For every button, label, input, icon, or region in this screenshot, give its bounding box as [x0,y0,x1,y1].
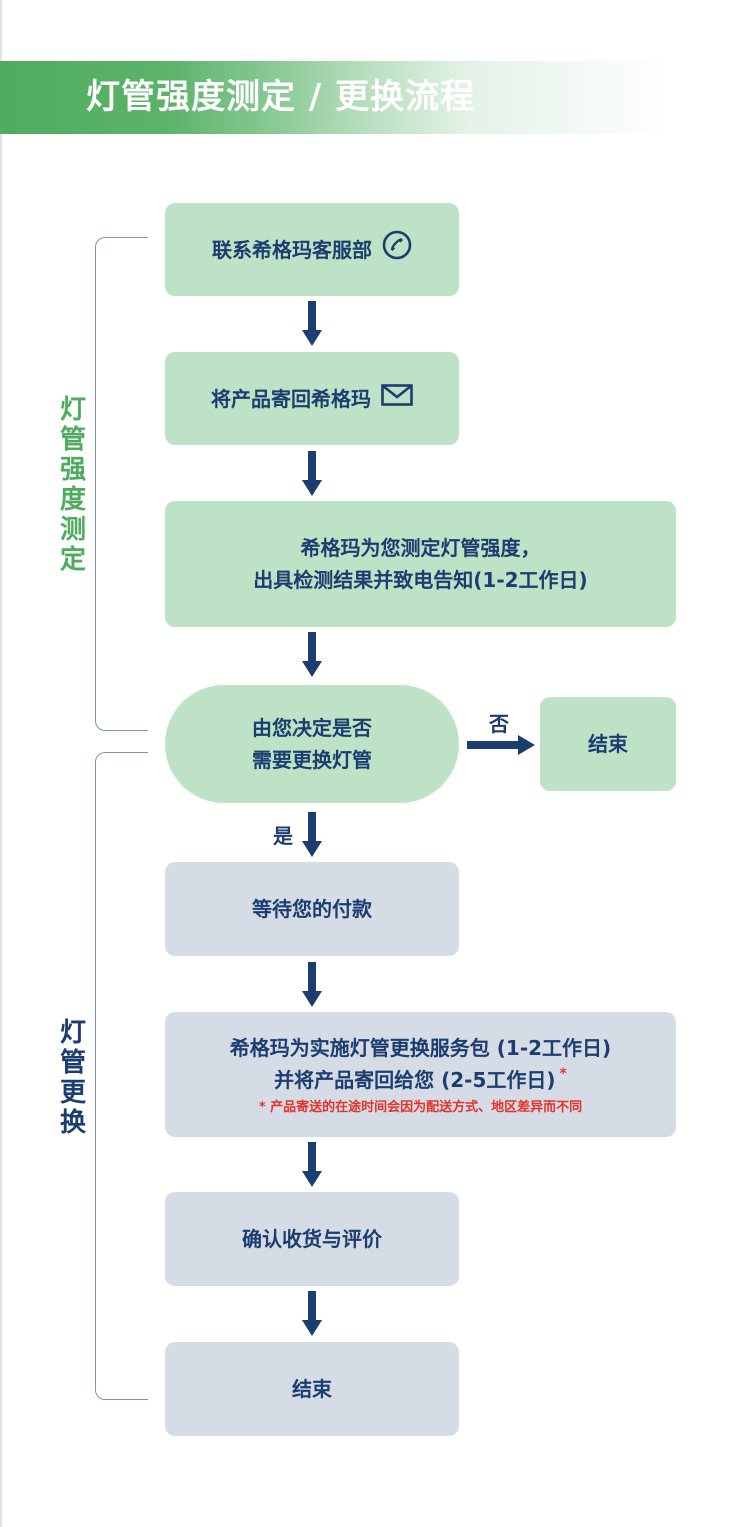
step-end-final: 结束 [165,1342,459,1436]
step-contact-customer-service: 联系希格玛客服部 [165,203,459,296]
arrow-down-yes [302,812,322,857]
service-line1: 希格玛为实施灯管更换服务包 (1-2工作日) [229,1035,612,1060]
replacement-section-bracket [95,752,148,1400]
page-title: 灯管强度测定 / 更换流程 [86,77,476,117]
branch-yes-label: 是 [273,824,293,848]
service-line2: 并将产品寄回给您 (2-5工作日) [274,1067,556,1092]
confirm-text: 确认收货与评价 [242,1227,382,1251]
decision-replace-lamp: 由您决定是否 需要更换灯管 [165,685,459,803]
title-banner: 灯管强度测定 / 更换流程 [0,61,670,134]
decision-line2: 需要更换灯管 [252,748,372,772]
arrow-down-2 [302,451,322,496]
step-confirm-receipt: 确认收货与评价 [165,1192,459,1286]
step-end-no-replacement: 结束 [540,697,676,791]
step-send-product-back: 将产品寄回希格玛 [165,352,459,445]
step-measure-lamp-intensity: 希格玛为您测定灯管强度， 出具检测结果并致电告知(1-2工作日) [165,501,676,627]
step-measure-line1: 希格玛为您测定灯管强度， [300,536,541,560]
arrow-down-3 [302,632,322,677]
footnote-asterisk: * [559,1065,567,1082]
branch-no-label: 否 [489,712,509,736]
shipping-time-note: * 产品寄送的在途时间会因为配送方式、地区差异而不同 [258,1099,583,1115]
arrow-down-5 [302,1142,322,1187]
step-send-back-text: 将产品寄回希格玛 [211,386,371,411]
phone-icon [382,230,412,269]
arrow-down-4 [302,962,322,1007]
decision-line1: 由您决定是否 [252,716,372,740]
step-contact-text: 联系希格玛客服部 [212,237,372,262]
end-no-text: 结束 [588,732,628,756]
left-edge-border [0,0,2,1527]
mail-icon [381,383,413,415]
arrow-down-6 [302,1291,322,1336]
step-await-payment: 等待您的付款 [165,862,459,956]
arrow-down-1 [302,301,322,346]
measurement-section-label: 灯管强度测定 [59,395,86,575]
payment-text: 等待您的付款 [252,897,372,921]
replacement-section-label: 灯管更换 [59,1018,86,1138]
end-final-text: 结束 [292,1377,332,1401]
measurement-section-bracket [95,237,148,731]
step-measure-line2: 出具检测结果并致电告知(1-2工作日) [253,568,588,592]
arrow-right-no [467,735,537,755]
step-replacement-service: 希格玛为实施灯管更换服务包 (1-2工作日) 并将产品寄回给您 (2-5工作日)… [165,1012,676,1137]
